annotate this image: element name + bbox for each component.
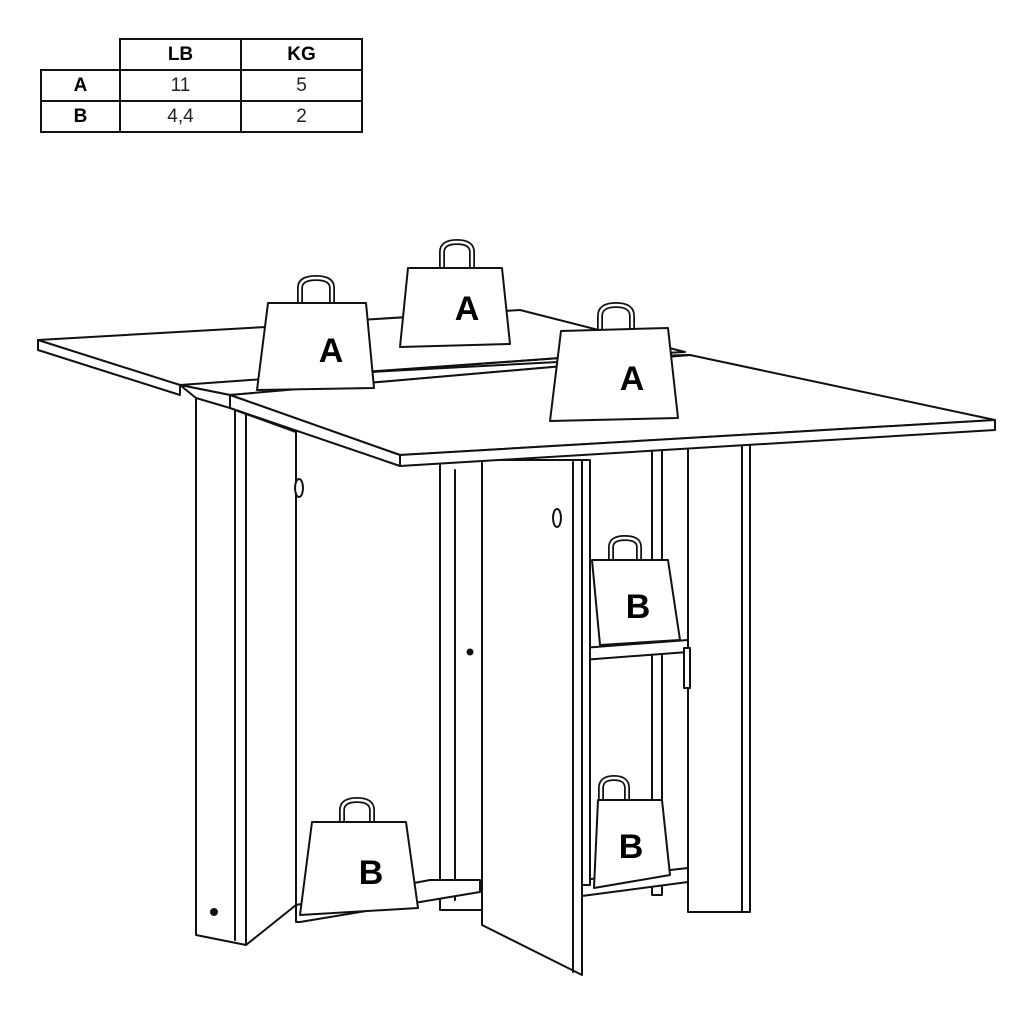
row-label-a: A (40, 69, 121, 102)
weight-body (593, 799, 671, 889)
weight-label: B (619, 828, 644, 866)
center-back-panel (439, 454, 483, 911)
weight-label: A (620, 360, 645, 398)
header-kg: KG (240, 38, 363, 71)
right-leaf-side-edge (229, 394, 401, 467)
pivot-hole (294, 478, 304, 498)
back-structure (439, 439, 751, 913)
weight-b-floor-left: B (299, 797, 419, 916)
cell-b-lb: 4,4 (119, 100, 242, 133)
handle-icon (297, 275, 335, 306)
handle-highlight (440, 240, 474, 270)
weight-label: B (359, 854, 384, 892)
weight-a-top-right: A (549, 302, 679, 422)
handle-highlight (298, 276, 334, 305)
swing-panel (481, 459, 583, 976)
header-lb: LB (119, 38, 242, 71)
table-header-row: LB KG (41, 38, 363, 71)
weight-a-top-left: A (256, 275, 375, 391)
handle-highlight (340, 798, 374, 824)
tabletop (37, 309, 996, 467)
front-left-leg-face (195, 397, 247, 946)
weight-body (591, 559, 681, 646)
weight-body (399, 267, 511, 348)
right-leg (581, 459, 591, 886)
weight-label: A (455, 290, 480, 328)
front-left-leg (195, 397, 304, 946)
row-label-b: B (40, 100, 121, 133)
hinge (683, 647, 691, 689)
weight-a-top-center: A (399, 239, 511, 348)
table-row: B 4,4 2 (40, 100, 363, 133)
table-corner-cell (41, 39, 121, 71)
weight-label: A (319, 332, 344, 370)
handle-highlight (598, 303, 634, 333)
screw-hole (210, 908, 218, 916)
cell-a-kg: 5 (240, 69, 363, 102)
right-leg-inner-edge (581, 459, 591, 886)
weight-body (549, 327, 679, 422)
weight-b-shelf-lower: B (593, 775, 671, 889)
weight-b-shelf-upper: B (591, 535, 681, 646)
cell-a-lb: 11 (119, 69, 242, 102)
screw-hole (466, 648, 474, 656)
handle-icon (597, 302, 635, 334)
handle-highlight (599, 776, 629, 802)
weight-body (299, 821, 419, 916)
handle-icon (439, 239, 475, 271)
left-leaf-edge (37, 339, 181, 396)
weight-label: B (626, 588, 651, 626)
table-row: A 11 5 (40, 69, 363, 102)
back-right-leg (687, 439, 751, 913)
handle-highlight (609, 536, 641, 562)
cell-b-kg: 2 (240, 100, 363, 133)
load-table: LB KG A 11 5 B 4,4 2 (40, 38, 363, 133)
swing-panel-hole (552, 508, 562, 528)
weight-body (256, 302, 375, 391)
front-center-leg (466, 459, 691, 976)
